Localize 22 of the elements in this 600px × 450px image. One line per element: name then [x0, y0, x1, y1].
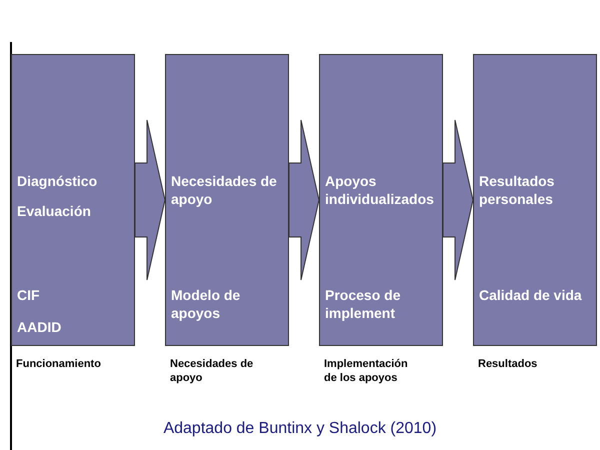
box-caption: Implementación de los apoyos: [324, 358, 409, 386]
box-note: Modelo de apoyos: [171, 287, 242, 322]
box-heading: Resultados personales: [479, 173, 556, 208]
process-box: [319, 54, 443, 346]
box-note: Proceso de implement: [325, 287, 402, 322]
process-box: [11, 54, 135, 346]
process-box: [165, 54, 289, 346]
box-heading: Apoyos individualizados: [325, 173, 435, 208]
block-arrow: [288, 120, 320, 280]
box-heading: Necesidades de apoyo: [171, 173, 278, 208]
process-box: [473, 54, 597, 346]
box-note: Calidad de vida: [479, 287, 583, 304]
box-caption: Resultados: [478, 358, 538, 372]
box-note: CIF: [17, 287, 41, 304]
box-heading: Evaluación: [17, 203, 92, 220]
box-caption: Necesidades de apoyo: [170, 358, 254, 386]
block-arrow: [134, 120, 166, 280]
box-caption: Funcionamiento: [16, 358, 101, 372]
block-arrow: [442, 120, 474, 280]
box-note: AADID: [17, 319, 62, 336]
source-caption: Adaptado de Buntinx y Shalock (2010): [162, 420, 438, 438]
box-heading: Diagnóstico: [17, 173, 98, 190]
